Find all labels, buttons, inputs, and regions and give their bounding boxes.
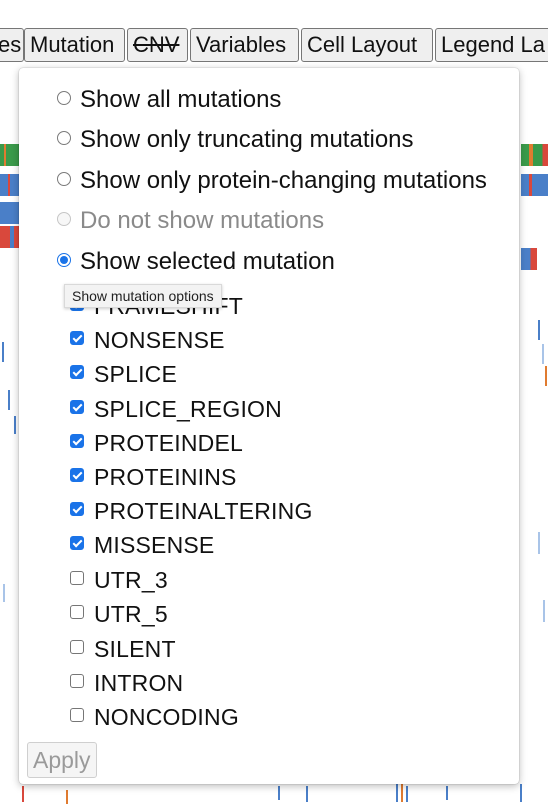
heatmap-tick	[406, 786, 408, 802]
checkbox-label: PROTEINDEL	[94, 429, 243, 456]
checkbox[interactable]	[70, 468, 84, 482]
checkbox-label: SPLICE	[94, 360, 178, 387]
checkbox[interactable]	[70, 640, 84, 654]
mutation-options-menu: Show all mutations Show only truncating …	[19, 68, 519, 784]
heatmap-tick	[278, 786, 280, 800]
checkbox[interactable]	[70, 434, 84, 448]
tab-label: Cell Layout	[307, 32, 418, 57]
checkbox-label: SILENT	[94, 635, 176, 662]
heatmap-band	[0, 174, 20, 196]
radio-button[interactable]	[57, 172, 71, 186]
checkbox-label: PROTEININS	[94, 463, 237, 490]
tab-variables[interactable]: Variables	[190, 28, 299, 62]
checkbox-label: SPLICE_REGION	[94, 395, 282, 422]
tooltip: Show mutation options	[64, 284, 222, 308]
radio-label: Show all mutations	[80, 86, 282, 113]
heatmap-band	[521, 144, 548, 166]
checkbox-label: PROTEINALTERING	[94, 497, 313, 524]
checkbox-proteindel[interactable]: PROTEINDEL	[70, 426, 243, 460]
top-toolbar: es Mutation CNV Variables Cell Layout Le…	[0, 0, 548, 64]
heatmap-band	[0, 144, 20, 166]
radio-show-protein-changing[interactable]: Show only protein-changing mutations	[57, 164, 487, 198]
apply-button[interactable]: Apply	[27, 742, 97, 778]
radio-button[interactable]	[57, 253, 71, 267]
heatmap-band	[0, 226, 20, 248]
heatmap-band	[521, 248, 537, 270]
checkbox-utr-3[interactable]: UTR_3	[70, 563, 168, 597]
heatmap-tick	[520, 784, 522, 802]
checkbox-label: NONSENSE	[94, 326, 225, 353]
heatmap-tick	[545, 366, 547, 386]
checkbox-utr-5[interactable]: UTR_5	[70, 597, 168, 631]
checkbox-splice[interactable]: SPLICE	[70, 357, 177, 391]
radio-label: Show selected mutation	[80, 248, 335, 275]
heatmap-tick	[446, 786, 448, 800]
checkbox[interactable]	[70, 571, 84, 585]
radio-show-truncating[interactable]: Show only truncating mutations	[57, 123, 414, 157]
radio-label: Show only truncating mutations	[80, 126, 414, 153]
tab-mutation[interactable]: Mutation	[24, 28, 125, 62]
tab-label: es	[0, 32, 22, 57]
radio-label: Do not show mutations	[80, 207, 325, 234]
heatmap-band	[521, 174, 548, 196]
heatmap-tick	[14, 416, 16, 434]
checkbox-label: UTR_5	[94, 600, 168, 627]
heatmap-band	[0, 202, 20, 224]
heatmap-tick	[401, 784, 403, 802]
tab-label: Legend La	[441, 32, 545, 57]
tab-cnv[interactable]: CNV	[127, 28, 188, 62]
checkbox-label: MISSENSE	[94, 531, 215, 558]
checkbox-proteinins[interactable]: PROTEININS	[70, 460, 237, 494]
checkbox-splice-region[interactable]: SPLICE_REGION	[70, 392, 282, 426]
heatmap-tick	[8, 390, 10, 410]
tab-cell-layout[interactable]: Cell Layout	[301, 28, 433, 62]
heatmap-tick	[66, 790, 68, 804]
checkbox[interactable]	[70, 674, 84, 688]
heatmap-tick	[538, 320, 540, 340]
checkbox-intron[interactable]: INTRON	[70, 666, 183, 700]
heatmap-tick	[22, 786, 24, 802]
heatmap-tick	[396, 784, 398, 802]
radio-show-selected[interactable]: Show selected mutation	[57, 245, 335, 279]
tab-samples[interactable]: es	[0, 28, 24, 62]
radio-label: Show only protein-changing mutations	[80, 167, 487, 194]
heatmap-tick	[542, 344, 544, 364]
tab-legend-layout[interactable]: Legend La	[435, 28, 548, 62]
checkbox-missense[interactable]: MISSENSE	[70, 528, 214, 562]
heatmap-tick	[538, 532, 540, 554]
checkbox[interactable]	[70, 536, 84, 550]
checkbox-label: INTRON	[94, 669, 184, 696]
tab-label: Mutation	[30, 32, 115, 57]
checkbox[interactable]	[70, 605, 84, 619]
radio-show-all[interactable]: Show all mutations	[57, 83, 281, 117]
tab-label: Variables	[196, 32, 287, 57]
tab-label: CNV	[133, 32, 180, 57]
heatmap-background	[0, 64, 548, 804]
checkbox[interactable]	[70, 502, 84, 516]
checkbox[interactable]	[70, 708, 84, 722]
checkbox[interactable]	[70, 365, 84, 379]
checkbox-silent[interactable]: SILENT	[70, 632, 176, 666]
heatmap-tick	[2, 342, 4, 362]
checkbox-noncoding[interactable]: NONCODING	[70, 700, 239, 734]
checkbox-label: NONCODING	[94, 703, 239, 730]
heatmap-tick	[3, 584, 5, 602]
radio-button[interactable]	[57, 91, 71, 105]
checkbox-nonsense[interactable]: NONSENSE	[70, 323, 225, 357]
checkbox[interactable]	[70, 400, 84, 414]
checkbox-proteinaltering[interactable]: PROTEINALTERING	[70, 494, 313, 528]
checkbox[interactable]	[70, 331, 84, 345]
radio-do-not-show: Do not show mutations	[57, 204, 324, 238]
heatmap-tick	[543, 600, 545, 622]
radio-button	[57, 212, 71, 226]
heatmap-tick	[306, 786, 308, 802]
checkbox-label: UTR_3	[94, 566, 168, 593]
radio-button[interactable]	[57, 131, 71, 145]
